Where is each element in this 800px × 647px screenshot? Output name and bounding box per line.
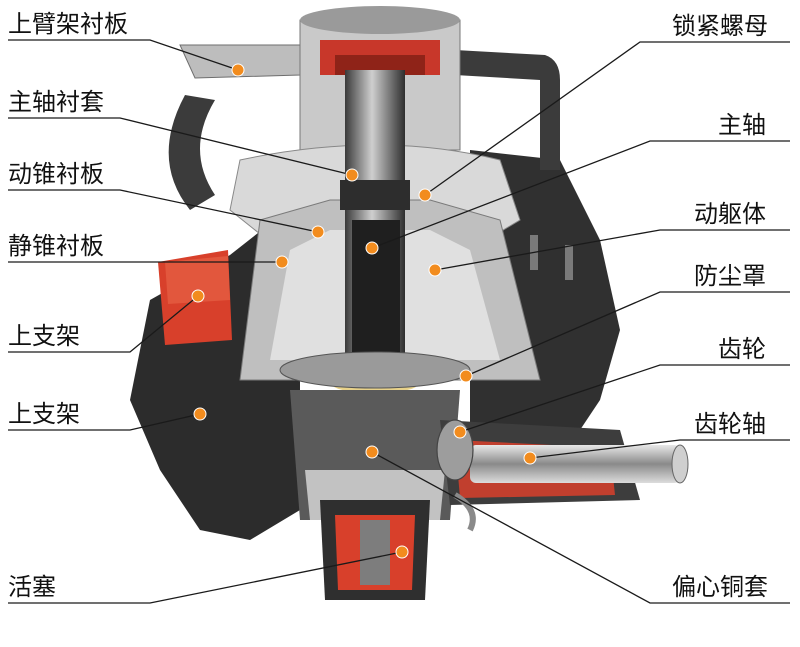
label-moving-cone-body: 动躯体 bbox=[694, 200, 766, 228]
leader-moving-cone-body bbox=[434, 229, 790, 271]
label-upper-arm-liner: 上臂架衬板 bbox=[8, 10, 128, 38]
leader-gear bbox=[459, 364, 790, 433]
leader-moving-cone-liner bbox=[8, 189, 319, 233]
marker-piston bbox=[395, 545, 409, 559]
marker-lock-nut bbox=[418, 188, 432, 202]
label-piston: 活塞 bbox=[8, 573, 56, 601]
marker-main-shaft-sleeve bbox=[345, 168, 359, 182]
leader-dust-cover bbox=[465, 291, 790, 377]
label-fixed-cone-liner: 静锥衬板 bbox=[8, 232, 104, 260]
marker-gear bbox=[453, 425, 467, 439]
marker-eccentric-bushing bbox=[365, 445, 379, 459]
leader-main-shaft bbox=[371, 140, 790, 249]
marker-gear-shaft bbox=[523, 451, 537, 465]
marker-upper-frame-a bbox=[191, 289, 205, 303]
leader-gear-shaft bbox=[529, 439, 790, 459]
leader-upper-frame-b bbox=[8, 413, 201, 431]
label-main-shaft: 主轴 bbox=[718, 111, 766, 139]
marker-upper-frame-b bbox=[193, 407, 207, 421]
marker-main-shaft bbox=[365, 241, 379, 255]
label-upper-frame-a: 上支架 bbox=[8, 322, 80, 350]
leader-upper-arm-liner bbox=[8, 39, 239, 71]
label-upper-frame-b: 上支架 bbox=[8, 400, 80, 428]
machine-body bbox=[130, 6, 689, 600]
label-gear-shaft: 齿轮轴 bbox=[694, 410, 766, 438]
marker-upper-arm-liner bbox=[231, 63, 245, 77]
leader-lines bbox=[8, 39, 790, 604]
marker-moving-cone-liner bbox=[311, 225, 325, 239]
label-gear: 齿轮 bbox=[718, 335, 766, 363]
label-lock-nut: 锁紧螺母 bbox=[672, 12, 768, 40]
leader-eccentric-bushing bbox=[371, 451, 790, 604]
label-eccentric-bushing: 偏心铜套 bbox=[672, 573, 768, 601]
label-dust-cover: 防尘罩 bbox=[694, 262, 766, 290]
marker-fixed-cone-liner bbox=[275, 255, 289, 269]
leader-main-shaft-sleeve bbox=[8, 117, 353, 176]
label-main-shaft-sleeve: 主轴衬套 bbox=[8, 88, 104, 116]
leader-piston bbox=[8, 551, 403, 604]
label-moving-cone-liner: 动锥衬板 bbox=[8, 160, 104, 188]
marker-dust-cover bbox=[459, 369, 473, 383]
leader-upper-frame-a bbox=[8, 295, 199, 353]
leader-lock-nut bbox=[424, 41, 790, 196]
part-markers bbox=[191, 63, 537, 559]
marker-moving-cone-body bbox=[428, 263, 442, 277]
